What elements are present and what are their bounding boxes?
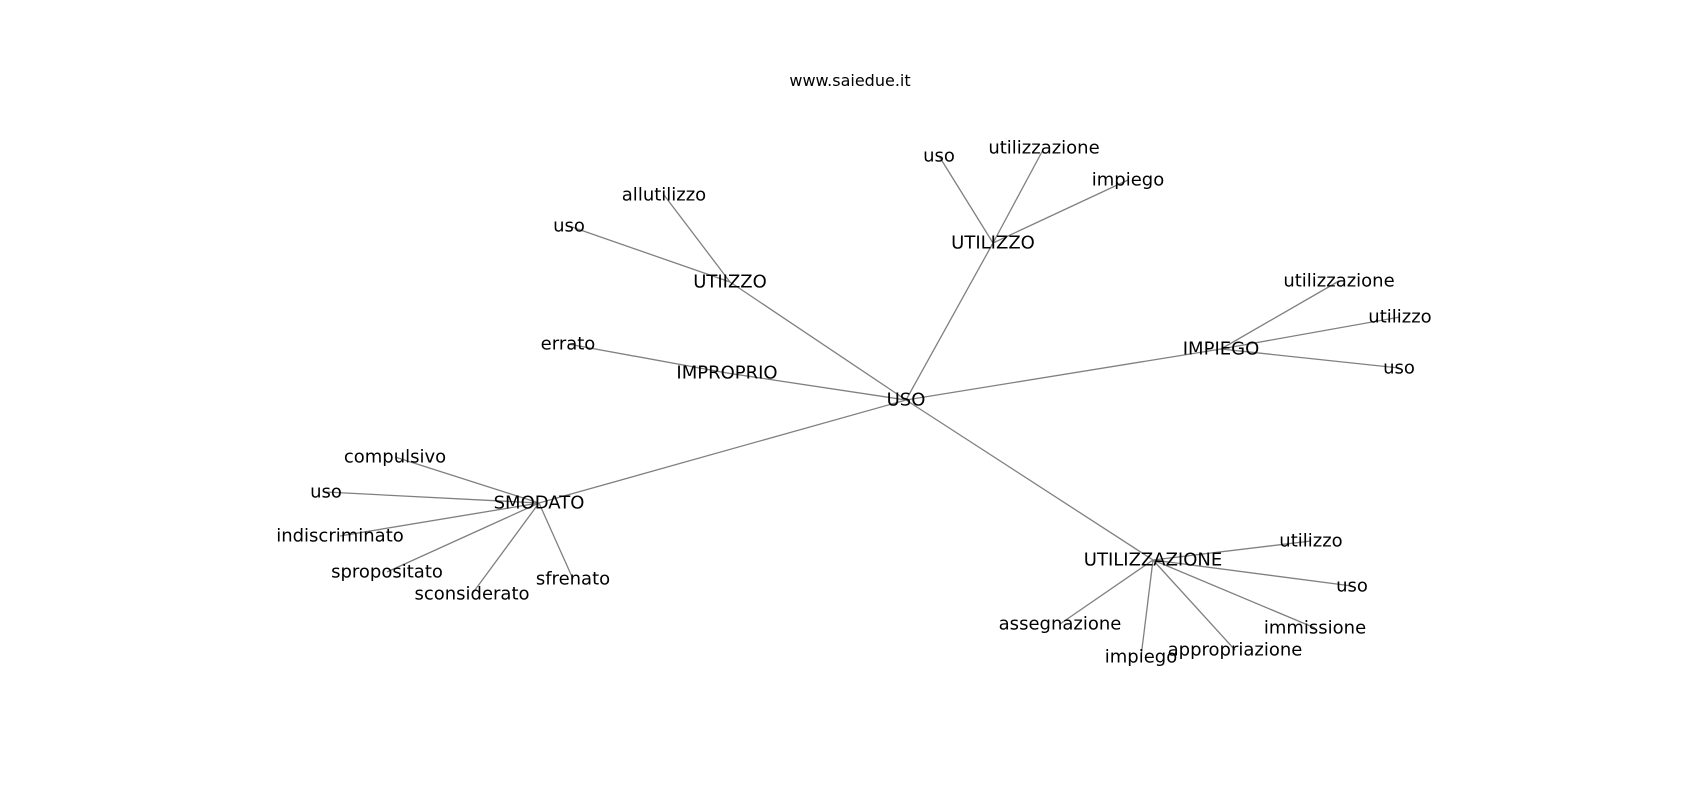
edge-utiizzo-l_uso1: [568, 225, 731, 283]
graph-edges: [325, 147, 1401, 658]
node-label-l_appropriazione: appropriazione: [1168, 640, 1303, 661]
node-label-l_impiego1: impiego: [1092, 170, 1164, 191]
graph-labels: USO UTIIZZO UTILIZZO IMPROPRIO IMPIEGO SMODAT…: [276, 138, 1431, 668]
node-label-l_uso5: uso: [1336, 576, 1368, 597]
edge-utiizzo-l_allutilizzo: [663, 194, 731, 283]
node-label-uso_root: USO: [887, 390, 926, 411]
node-label-l_utilizzo2: utilizzo: [1279, 531, 1342, 552]
edge-impiego-l_uso3: [1220, 348, 1400, 369]
node-label-impiego: IMPIEGO: [1183, 339, 1260, 360]
edge-utilizzo-l_uso2: [938, 155, 994, 244]
node-label-l_compulsivo: compulsivo: [344, 447, 446, 468]
edge-impiego-l_utilizzo1: [1220, 316, 1401, 350]
watermark-caption: www.saiedue.it: [789, 71, 911, 90]
edge-smodato-l_sconsiderato: [471, 502, 540, 595]
node-label-utiizzo: UTIIZZO: [693, 272, 767, 293]
node-label-l_assegnazione: assegnazione: [999, 614, 1122, 635]
node-label-utilizzo: UTILIZZO: [951, 233, 1035, 254]
edge-utilizzazione-l_uso5: [1152, 559, 1353, 587]
edge-improprio-l_errato: [567, 343, 728, 374]
node-label-l_uso4: uso: [310, 482, 342, 503]
node-label-l_sconsiderato: sconsiderato: [414, 584, 529, 605]
node-label-l_uso1: uso: [553, 216, 585, 237]
node-label-l_allutilizzo: allutilizzo: [622, 185, 706, 206]
node-label-utilizzazione: UTILIZZAZIONE: [1084, 550, 1222, 571]
edge-utilizzazione-l_immissione: [1152, 559, 1316, 629]
edge-smodato-l_compulsivo: [394, 456, 540, 504]
node-label-l_uso2: uso: [923, 146, 955, 167]
edge-utilizzazione-l_appropriazione: [1152, 559, 1236, 651]
edge-utilizzazione-l_assegnazione: [1059, 559, 1154, 625]
edge-uso_root-utilizzazione: [905, 399, 1154, 561]
node-label-l_utilizzazione2: utilizzazione: [1283, 271, 1394, 292]
edge-uso_root-impiego: [905, 348, 1222, 401]
node-label-l_spropositato: spropositato: [331, 562, 443, 583]
edge-smodato-l_spropositato: [386, 502, 540, 573]
edge-smodato-l_indiscriminato: [339, 502, 540, 537]
edge-uso_root-utilizzo: [905, 242, 994, 401]
node-label-l_uso3: uso: [1383, 358, 1415, 379]
edge-utilizzazione-l_impiego2: [1140, 559, 1154, 658]
edge-impiego-l_utilizzazione2: [1220, 280, 1340, 350]
node-label-l_errato: errato: [541, 334, 596, 355]
edge-uso_root-improprio: [726, 372, 907, 401]
edge-utilizzazione-l_utilizzo2: [1152, 540, 1312, 561]
edge-smodato-l_uso4: [325, 491, 540, 504]
node-label-l_impiego2: impiego: [1105, 647, 1177, 668]
edge-utilizzo-l_impiego1: [992, 179, 1129, 244]
edge-uso_root-utiizzo: [729, 281, 907, 401]
node-label-l_utilizzazione1: utilizzazione: [988, 138, 1099, 159]
node-label-improprio: IMPROPRIO: [676, 363, 777, 384]
node-label-l_utilizzo1: utilizzo: [1368, 307, 1431, 328]
edge-smodato-l_sfrenato: [538, 502, 574, 580]
node-label-smodato: SMODATO: [494, 493, 585, 514]
node-label-l_sfrenato: sfrenato: [536, 569, 610, 590]
node-label-l_indiscriminato: indiscriminato: [276, 526, 404, 547]
node-label-l_immissione: immissione: [1264, 618, 1366, 639]
edge-uso_root-smodato: [538, 399, 907, 504]
edge-utilizzo-l_utilizzazione1: [992, 147, 1045, 244]
